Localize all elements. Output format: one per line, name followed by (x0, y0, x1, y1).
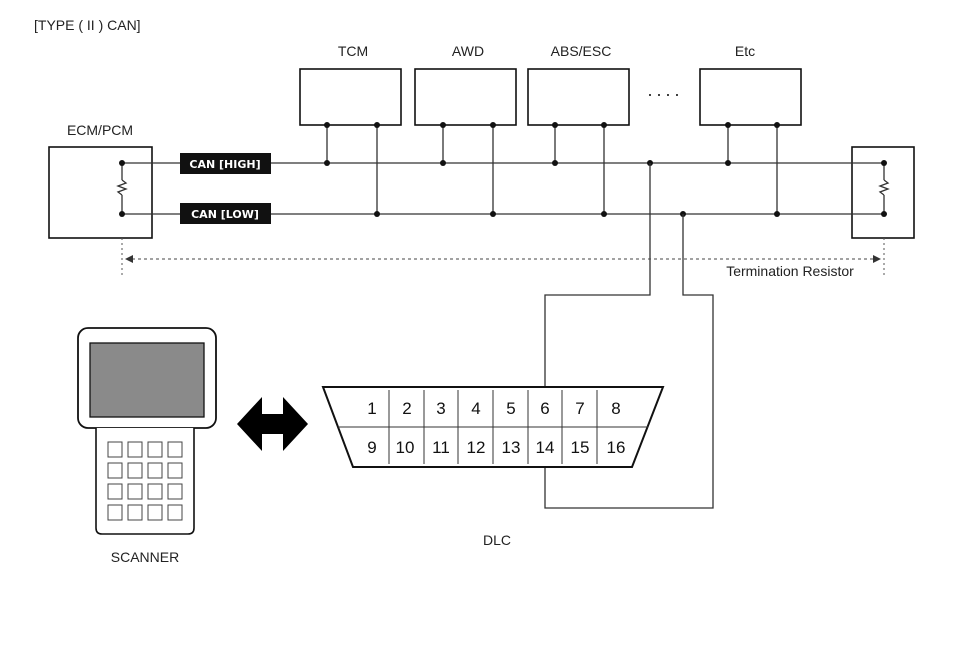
dlc-pin-15: 15 (571, 438, 590, 457)
scanner-key (127, 483, 143, 500)
dlc-pin-3: 3 (436, 399, 445, 418)
can-low-tag: CAN [LOW] (180, 203, 271, 224)
scanner-key (127, 441, 143, 458)
dlc-pin-11: 11 (432, 438, 450, 457)
ecm-label: ECM/PCM (67, 122, 133, 138)
dlc-pin-16: 16 (607, 438, 626, 457)
etc-box (699, 68, 802, 126)
dlc-label: DLC (483, 532, 511, 548)
scanner-key (127, 462, 143, 479)
scanner-key (107, 441, 123, 458)
abs-label: ABS/ESC (551, 43, 612, 59)
dlc-pin-9: 9 (367, 438, 376, 457)
diagram-title: [TYPE ( II ) CAN] (34, 17, 141, 33)
etc-label: Etc (735, 43, 755, 59)
tcm-label: TCM (338, 43, 368, 59)
dlc-pin-10: 10 (396, 438, 415, 457)
tcm-box (299, 68, 402, 126)
bidirectional-arrow-icon (237, 397, 308, 451)
dlc-pin-4: 4 (471, 399, 480, 418)
can-high-tag: CAN [HIGH] (180, 153, 271, 174)
dlc-pin-8: 8 (611, 399, 620, 418)
scanner-key (127, 504, 143, 521)
dlc-pin-5: 5 (506, 399, 515, 418)
svg-text:CAN [LOW]: CAN [LOW] (191, 208, 259, 221)
scanner-key (147, 462, 163, 479)
scanner-key (147, 441, 163, 458)
awd-label: AWD (452, 43, 484, 59)
abs-box (527, 68, 630, 126)
scanner-keypad (107, 441, 183, 521)
ecm-box (48, 146, 153, 239)
termination-label: Termination Resistor (726, 263, 854, 279)
dlc-pin-12: 12 (467, 438, 486, 457)
dlc-pin-1: 1 (367, 399, 376, 418)
svg-text:CAN [HIGH]: CAN [HIGH] (189, 158, 260, 171)
dlc-pin-7: 7 (575, 399, 584, 418)
module-connections (119, 122, 887, 217)
scanner-key (107, 483, 123, 500)
scanner-key (107, 504, 123, 521)
scanner-key (107, 462, 123, 479)
dlc-pin-14: 14 (536, 438, 555, 457)
scanner-key (167, 504, 183, 521)
termination-span (121, 238, 885, 278)
scanner-key (167, 441, 183, 458)
scanner-key (147, 504, 163, 521)
scanner-key (167, 462, 183, 479)
scanner-screen (89, 342, 205, 418)
awd-box (414, 68, 517, 126)
dlc-pin-6: 6 (540, 399, 549, 418)
scanner-key (147, 483, 163, 500)
scanner-device (77, 327, 217, 535)
dlc-pin-2: 2 (402, 399, 411, 418)
scanner-key (167, 483, 183, 500)
scanner-label: SCANNER (111, 549, 179, 565)
dlc-pin-13: 13 (502, 438, 521, 457)
ellipsis: ···· (647, 84, 683, 104)
